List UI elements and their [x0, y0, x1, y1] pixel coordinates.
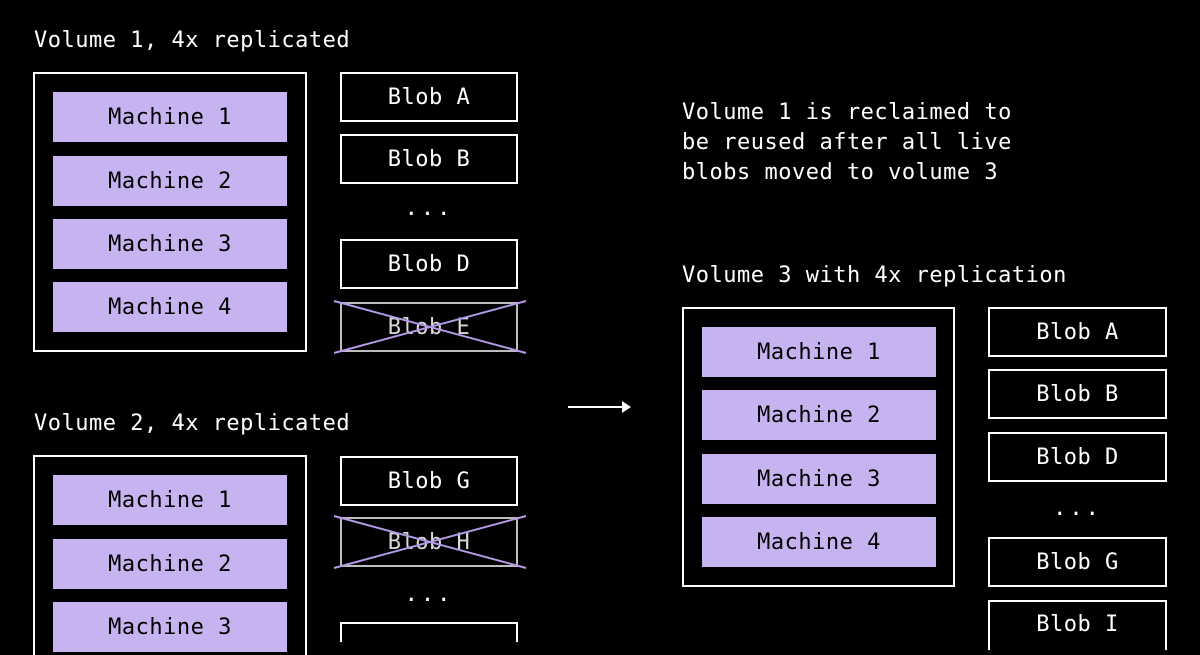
volume-1-blob-a: Blob A [340, 72, 518, 122]
volume-1-ellipsis: ... [404, 196, 454, 221]
volume-1-blob-e-deleted: Blob E [340, 302, 518, 352]
volume-3-machine-4: Machine 4 [702, 517, 936, 567]
volume-3-blob-d: Blob D [988, 432, 1167, 482]
reclaim-note-line-3: blobs moved to volume 3 [682, 160, 999, 185]
volume-3-blob-i: Blob I [988, 600, 1167, 650]
volume-2-box: Machine 1 Machine 2 Machine 3 [33, 455, 307, 655]
volume-3-blob-a: Blob A [988, 307, 1167, 357]
volume-2-blob-h-deleted: Blob H [340, 517, 518, 567]
volume-1-machine-4: Machine 4 [53, 282, 287, 332]
volume-1-machine-3: Machine 3 [53, 219, 287, 269]
volume-2-label: Volume 2, 4x replicated [34, 411, 351, 436]
volume-1-machine-2: Machine 2 [53, 156, 287, 206]
volume-1-blob-d: Blob D [340, 239, 518, 289]
volume-2-blob-g: Blob G [340, 456, 518, 506]
arrow-right-icon [568, 401, 631, 413]
volume-2-machine-3: Machine 3 [53, 602, 287, 652]
reclaim-note-line-2: be reused after all live [682, 130, 1012, 155]
volume-3-box: Machine 1 Machine 2 Machine 3 Machine 4 [682, 307, 955, 587]
volume-2-ellipsis: ... [404, 582, 454, 607]
volume-1-label: Volume 1, 4x replicated [34, 28, 351, 53]
volume-2-machine-2: Machine 2 [53, 539, 287, 589]
volume-3-machine-3: Machine 3 [702, 454, 936, 504]
volume-3-blob-g: Blob G [988, 537, 1167, 587]
volume-3-ellipsis: ... [1053, 496, 1102, 521]
volume-3-machine-1: Machine 1 [702, 327, 936, 377]
reclaim-note: Volume 1 is reclaimed to be reused after… [682, 98, 1012, 188]
volume-3-label: Volume 3 with 4x replication [682, 263, 1067, 288]
volume-3-blob-b: Blob B [988, 369, 1167, 419]
volume-1-blob-b: Blob B [340, 134, 518, 184]
volume-2-machine-1: Machine 1 [53, 475, 287, 525]
volume-1-box: Machine 1 Machine 2 Machine 3 Machine 4 [33, 72, 307, 352]
volume-2-blob-partial [340, 622, 518, 642]
volume-1-machine-1: Machine 1 [53, 92, 287, 142]
volume-3-machine-2: Machine 2 [702, 390, 936, 440]
reclaim-note-line-1: Volume 1 is reclaimed to [682, 100, 1012, 125]
